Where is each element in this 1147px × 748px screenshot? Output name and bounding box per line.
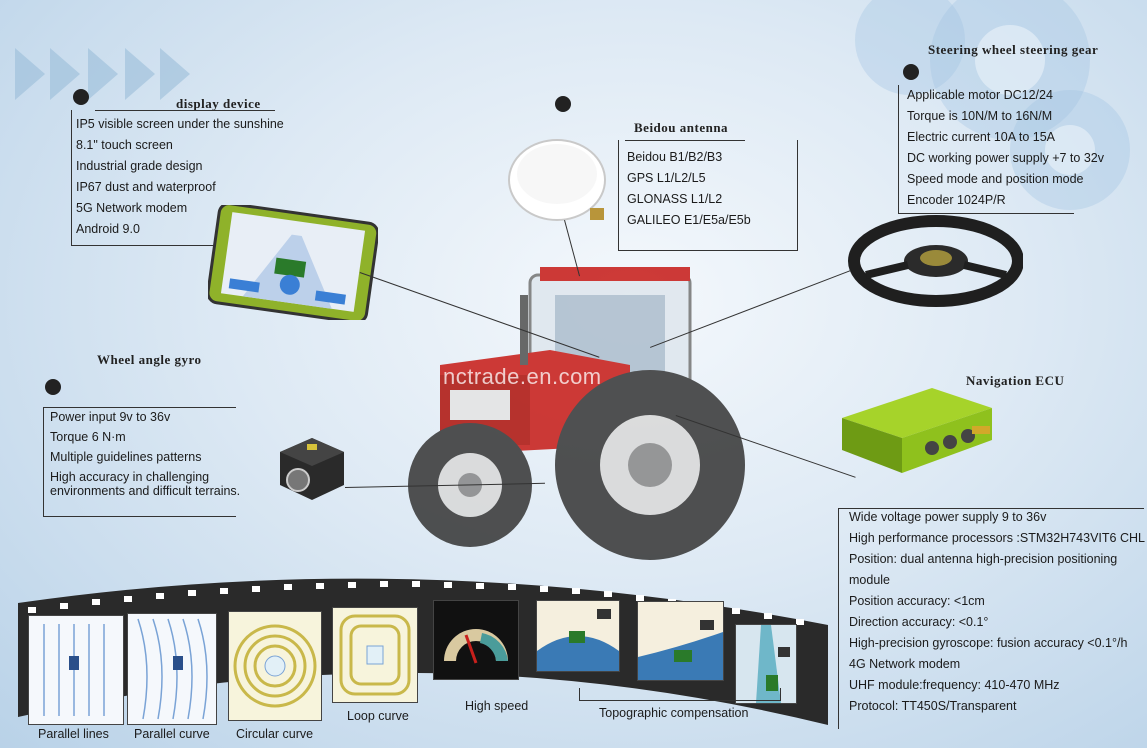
spec-item: 5G Network modem <box>76 201 188 215</box>
spec-item: 4G Network modem <box>849 657 961 671</box>
divider <box>95 110 275 111</box>
steering-gear-title: Steering wheel steering gear <box>928 42 1099 57</box>
spec-item: IP67 dust and waterproof <box>76 180 216 194</box>
wheel-angle-gyro-specs: Power input 9v to 36v Torque 6 N·m Multi… <box>50 407 240 498</box>
spec-item: Wide voltage power supply 9 to 36v <box>849 510 1047 524</box>
bullet-dot <box>45 379 61 395</box>
spec-item: Position accuracy: <1cm <box>849 594 985 608</box>
display-device-title: display device <box>176 96 261 111</box>
steering-gear-specs: Applicable motor DC12/24 Torque is 10N/M… <box>907 85 1104 211</box>
spec-item: Speed mode and position mode <box>907 172 1084 186</box>
watermark: nctrade.en.com <box>443 364 602 389</box>
caption-parallel-lines: Parallel lines <box>38 727 109 741</box>
spec-item: Protocol: TT450S/Transparent <box>849 699 1017 713</box>
spec-item: High accuracy in challenging <box>50 470 210 484</box>
spec-item: Position: dual antenna high-precision po… <box>849 552 1118 566</box>
spec-item: Encoder 1024P/R <box>907 193 1006 207</box>
steering-wheel-image <box>848 215 1023 307</box>
film-strip <box>18 578 828 725</box>
gyro-bracket <box>43 407 236 517</box>
display-device-bracket <box>71 110 227 246</box>
beidou-antenna-bracket <box>618 140 798 251</box>
spec-item: High-precision gyroscope: fusion accurac… <box>849 636 1128 650</box>
ecu-image <box>842 388 992 473</box>
spec-item: GALILEO E1/E5a/E5b <box>627 213 751 227</box>
spec-item: High performance processors :STM32H743VI… <box>849 531 1145 545</box>
bullet-dot <box>73 89 89 105</box>
frame-parallel-lines <box>28 615 124 725</box>
spec-item: GLONASS L1/L2 <box>627 192 723 206</box>
spec-item: UHF module:frequency: 410-470 MHz <box>849 678 1060 692</box>
spec-item: Direction accuracy: <0.1° <box>849 615 989 629</box>
spec-item: Industrial grade design <box>76 159 203 173</box>
spec-item: Android 9.0 <box>76 222 140 236</box>
frame-topographic-2 <box>637 601 724 681</box>
frame-topographic-1 <box>536 600 620 672</box>
display-device-specs: IP5 visible screen under the sunshine 8.… <box>76 114 284 240</box>
spec-item: Torque is 10N/M to 16N/M <box>907 109 1053 123</box>
caption-parallel-curve: Parallel curve <box>134 727 210 741</box>
navigation-ecu-title: Navigation ECU <box>966 373 1065 388</box>
spec-item: DC working power supply +7 to 32v <box>907 151 1104 165</box>
beidou-antenna-specs: Beidou B1/B2/B3 GPS L1/L2/L5 GLONASS L1/… <box>627 147 751 231</box>
spec-item: Applicable motor DC12/24 <box>907 88 1053 102</box>
antenna-image <box>508 139 606 221</box>
caption-loop-curve: Loop curve <box>347 709 409 723</box>
bullet-dot <box>555 96 571 112</box>
spec-item: Multiple guidelines patterns <box>50 450 202 464</box>
chevron-decoration <box>125 48 155 100</box>
divider <box>625 140 745 141</box>
spec-item: module <box>849 573 890 587</box>
bullet-dot <box>903 64 919 80</box>
chevron-decoration <box>160 48 190 100</box>
spec-item: Torque 6 N·m <box>50 430 126 444</box>
chevron-decoration <box>15 48 45 100</box>
spec-item: environments and difficult terrains. <box>50 484 241 498</box>
tablet-image <box>208 205 378 320</box>
wheel-angle-gyro-title: Wheel angle gyro <box>97 352 202 367</box>
spec-item: Power input 9v to 36v <box>50 410 171 424</box>
ecu-bracket <box>838 508 1144 729</box>
gyro-sensor-image <box>280 438 344 500</box>
spec-item: Beidou B1/B2/B3 <box>627 150 723 164</box>
frame-loop-curve <box>332 607 418 703</box>
topographic-bracket <box>579 688 781 701</box>
chevron-decoration <box>88 48 118 100</box>
caption-high-speed: High speed <box>465 699 529 713</box>
steering-gear-bracket <box>898 85 1074 214</box>
spec-item: Electric current 10A to 15A <box>907 130 1055 144</box>
frame-high-speed <box>433 600 519 680</box>
tractor-image <box>408 267 745 560</box>
frame-parallel-curve <box>127 613 217 725</box>
caption-topographic: Topographic compensation <box>599 706 749 720</box>
caption-circular-curve: Circular curve <box>236 727 314 741</box>
spec-item: GPS L1/L2/L5 <box>627 171 706 185</box>
frame-circular-curve <box>228 611 322 721</box>
navigation-ecu-specs: Wide voltage power supply 9 to 36v High … <box>849 507 1145 717</box>
spec-item: 8.1" touch screen <box>76 138 173 152</box>
spec-item: IP5 visible screen under the sunshine <box>76 117 284 131</box>
beidou-antenna-title: Beidou antenna <box>634 120 729 135</box>
frame-topographic-3 <box>735 624 797 704</box>
